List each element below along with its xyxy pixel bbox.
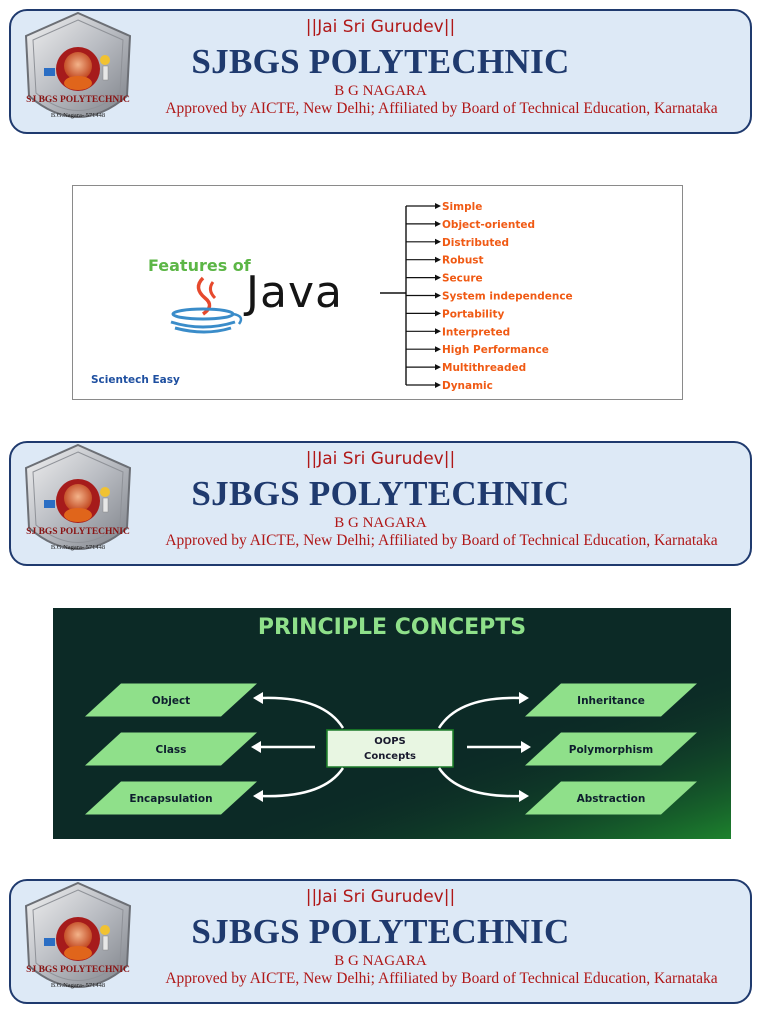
java-feature-item: Multithreaded	[442, 362, 526, 374]
oops-arrows	[258, 696, 524, 798]
concept-label: Polymorphism	[569, 744, 654, 756]
approval-text: Approved by AICTE, New Delhi; Affiliated…	[165, 532, 718, 549]
logo-place: B.G.Nagara- 571448	[51, 982, 105, 989]
java-feature-item: Secure	[442, 273, 483, 285]
feature-arrow-head	[435, 292, 441, 299]
concept-box	[85, 732, 257, 766]
java-feature-item: Dynamic	[442, 380, 493, 392]
credit-text: Scientech Easy	[91, 374, 180, 386]
header-banner: SJ BGS POLYTECHNIC B.G.Nagara- 571448 ||…	[9, 441, 752, 566]
college-logo: SJ BGS POLYTECHNIC B.G.Nagara- 571448	[24, 881, 132, 989]
college-logo: SJ BGS POLYTECHNIC B.G.Nagara- 571448	[24, 443, 132, 551]
java-feature-item: Distributed	[442, 237, 509, 249]
java-feature-item: Interpreted	[442, 326, 510, 338]
java-feature-item: System independence	[442, 291, 573, 303]
concept-box	[525, 781, 697, 815]
java-feature-item: High Performance	[442, 344, 549, 356]
concept-box	[525, 683, 697, 717]
java-feature-item: Portability	[442, 308, 505, 320]
center-label-line1: OOPS	[374, 736, 406, 747]
feature-arrow-head	[435, 274, 441, 281]
concept-label: Object	[152, 695, 190, 707]
logo-place: B.G.Nagara- 571448	[51, 544, 105, 551]
concept-box	[525, 732, 697, 766]
arrow-heads	[251, 692, 531, 802]
motto-text: ||Jai Sri Gurudev||	[305, 449, 456, 469]
java-cup-icon	[170, 276, 243, 334]
java-feature-item: Object-oriented	[442, 219, 535, 231]
feature-arrow-head	[435, 310, 441, 317]
feature-arrow-head	[435, 328, 441, 335]
motto-text: ||Jai Sri Gurudev||	[305, 17, 456, 37]
logo-text: SJ BGS POLYTECHNIC	[26, 527, 130, 537]
logo-place: B.G.Nagara- 571448	[51, 112, 105, 119]
header-banner: SJ BGS POLYTECHNIC B.G.Nagara- 571448 ||…	[9, 9, 752, 134]
concept-label: Abstraction	[577, 793, 646, 805]
feature-arrow-head	[435, 364, 441, 371]
java-title-prefix: Features of	[148, 256, 252, 275]
feature-arrow-head	[435, 382, 441, 388]
header-banner: SJ BGS POLYTECHNIC B.G.Nagara- 571448 ||…	[9, 879, 752, 1004]
oops-center-box	[326, 729, 454, 768]
college-name: SJBGS POLYTECHNIC	[191, 912, 570, 951]
town-name: B G NAGARA	[334, 515, 427, 531]
motto-text: ||Jai Sri Gurudev||	[305, 887, 456, 907]
java-title-main: Java	[243, 267, 343, 318]
logo-text: SJ BGS POLYTECHNIC	[26, 95, 130, 105]
approval-text: Approved by AICTE, New Delhi; Affiliated…	[165, 970, 718, 987]
center-label-line2: Concepts	[364, 751, 416, 762]
college-name: SJBGS POLYTECHNIC	[191, 42, 570, 81]
java-feature-item: Robust	[442, 255, 484, 267]
feature-arrow-head	[435, 238, 441, 245]
concept-box	[85, 781, 257, 815]
concept-label: Encapsulation	[129, 793, 212, 805]
feature-arrow-head	[435, 346, 441, 353]
concept-label: Class	[156, 744, 187, 756]
feature-arrow-head	[435, 220, 441, 227]
feature-arrow-head	[435, 203, 441, 209]
java-feature-item: Simple	[442, 201, 482, 213]
town-name: B G NAGARA	[334, 83, 427, 99]
town-name: B G NAGARA	[334, 953, 427, 969]
feature-arrow-head	[435, 256, 441, 263]
concept-box	[85, 683, 257, 717]
oops-title: PRINCIPLE CONCEPTS	[258, 615, 526, 640]
logo-text: SJ BGS POLYTECHNIC	[26, 965, 130, 975]
concept-label: Inheritance	[577, 695, 645, 707]
college-name: SJBGS POLYTECHNIC	[191, 474, 570, 513]
college-logo: SJ BGS POLYTECHNIC B.G.Nagara- 571448	[24, 11, 132, 119]
approval-text: Approved by AICTE, New Delhi; Affiliated…	[165, 100, 718, 117]
